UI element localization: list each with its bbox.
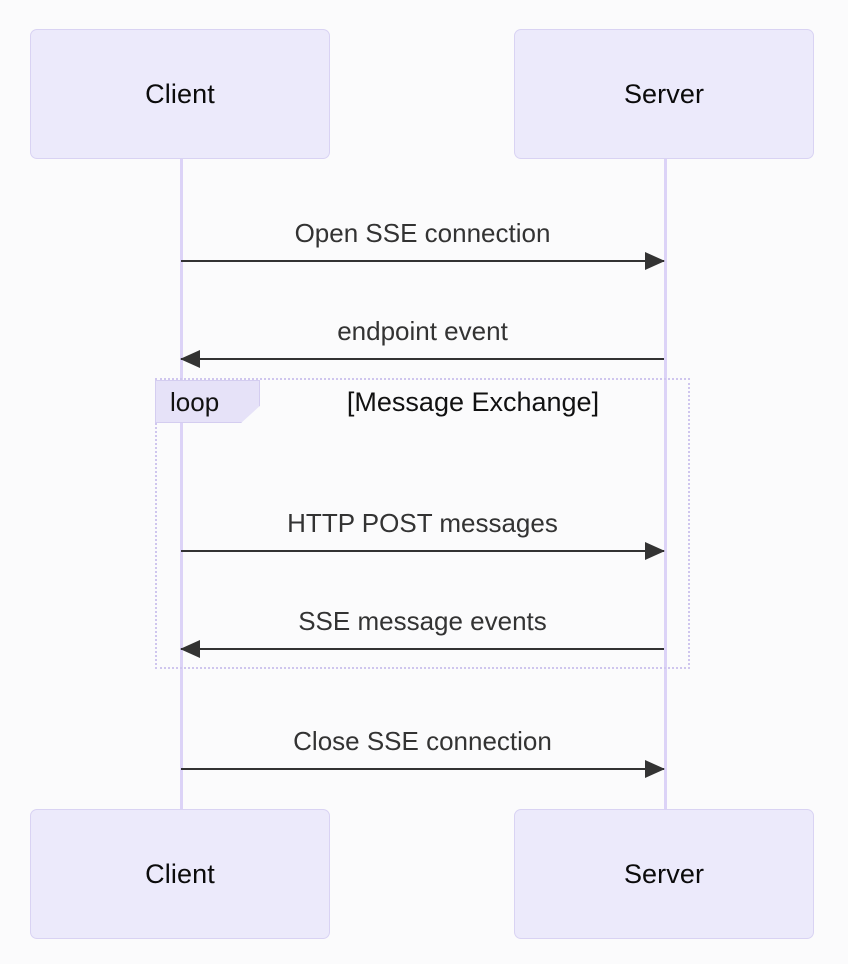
message-label-3: SSE message events — [298, 606, 547, 637]
message-line-4 — [181, 768, 664, 771]
arrowhead-right-icon-0 — [645, 251, 665, 270]
participant-box-server-top[interactable]: Server — [514, 29, 814, 159]
lifeline-client — [179, 158, 183, 809]
participant-box-client-bottom[interactable]: Client — [30, 809, 330, 939]
loop-fragment-tag: loop — [155, 380, 260, 423]
message-line-2 — [181, 550, 664, 553]
message-label-0: Open SSE connection — [294, 218, 551, 249]
participant-label-server-top: Server — [623, 78, 705, 109]
arrowhead-right-icon-2 — [645, 541, 665, 560]
participant-box-server-bottom[interactable]: Server — [514, 809, 814, 939]
message-line-0 — [181, 260, 664, 263]
participant-label-client-top: Client — [145, 78, 215, 109]
message-line-1 — [181, 358, 664, 361]
message-label-1: endpoint event — [337, 316, 508, 347]
message-label-4: Close SSE connection — [293, 726, 552, 757]
arrowhead-right-icon-4 — [645, 759, 665, 778]
loop-fragment-tag-label: loop — [170, 386, 220, 417]
loop-fragment-condition-label: [Message Exchange] — [346, 387, 600, 417]
message-label-2: HTTP POST messages — [287, 508, 558, 539]
message-line-3 — [181, 648, 664, 651]
arrowhead-left-icon-1 — [180, 349, 200, 368]
participant-box-client-top[interactable]: Client — [30, 29, 330, 159]
participant-label-server-bottom: Server — [623, 858, 705, 889]
participant-label-client-bottom: Client — [145, 858, 215, 889]
arrowhead-left-icon-3 — [180, 639, 200, 658]
loop-fragment-box — [155, 378, 690, 669]
lifeline-server — [663, 158, 667, 809]
